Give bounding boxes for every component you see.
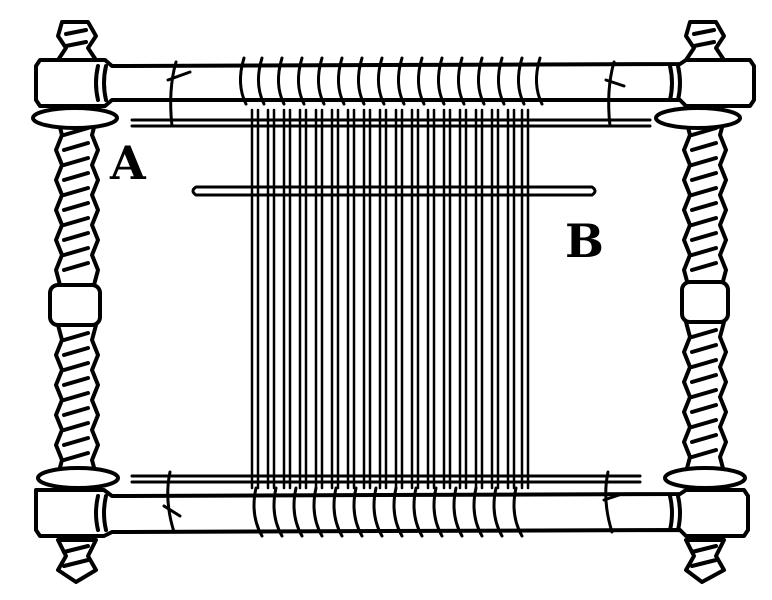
label-a: A <box>110 136 146 190</box>
string-ties <box>162 60 626 534</box>
left-screw-rod <box>48 20 102 584</box>
bottom-bar <box>34 466 750 538</box>
top-bar <box>31 58 756 130</box>
warp-threads <box>250 108 530 490</box>
shed-stick-b <box>191 185 597 197</box>
top-warp-loops <box>239 56 544 106</box>
label-b: B <box>565 214 604 268</box>
right-screw-rod <box>680 20 730 584</box>
bottom-warp-loops <box>252 486 524 538</box>
